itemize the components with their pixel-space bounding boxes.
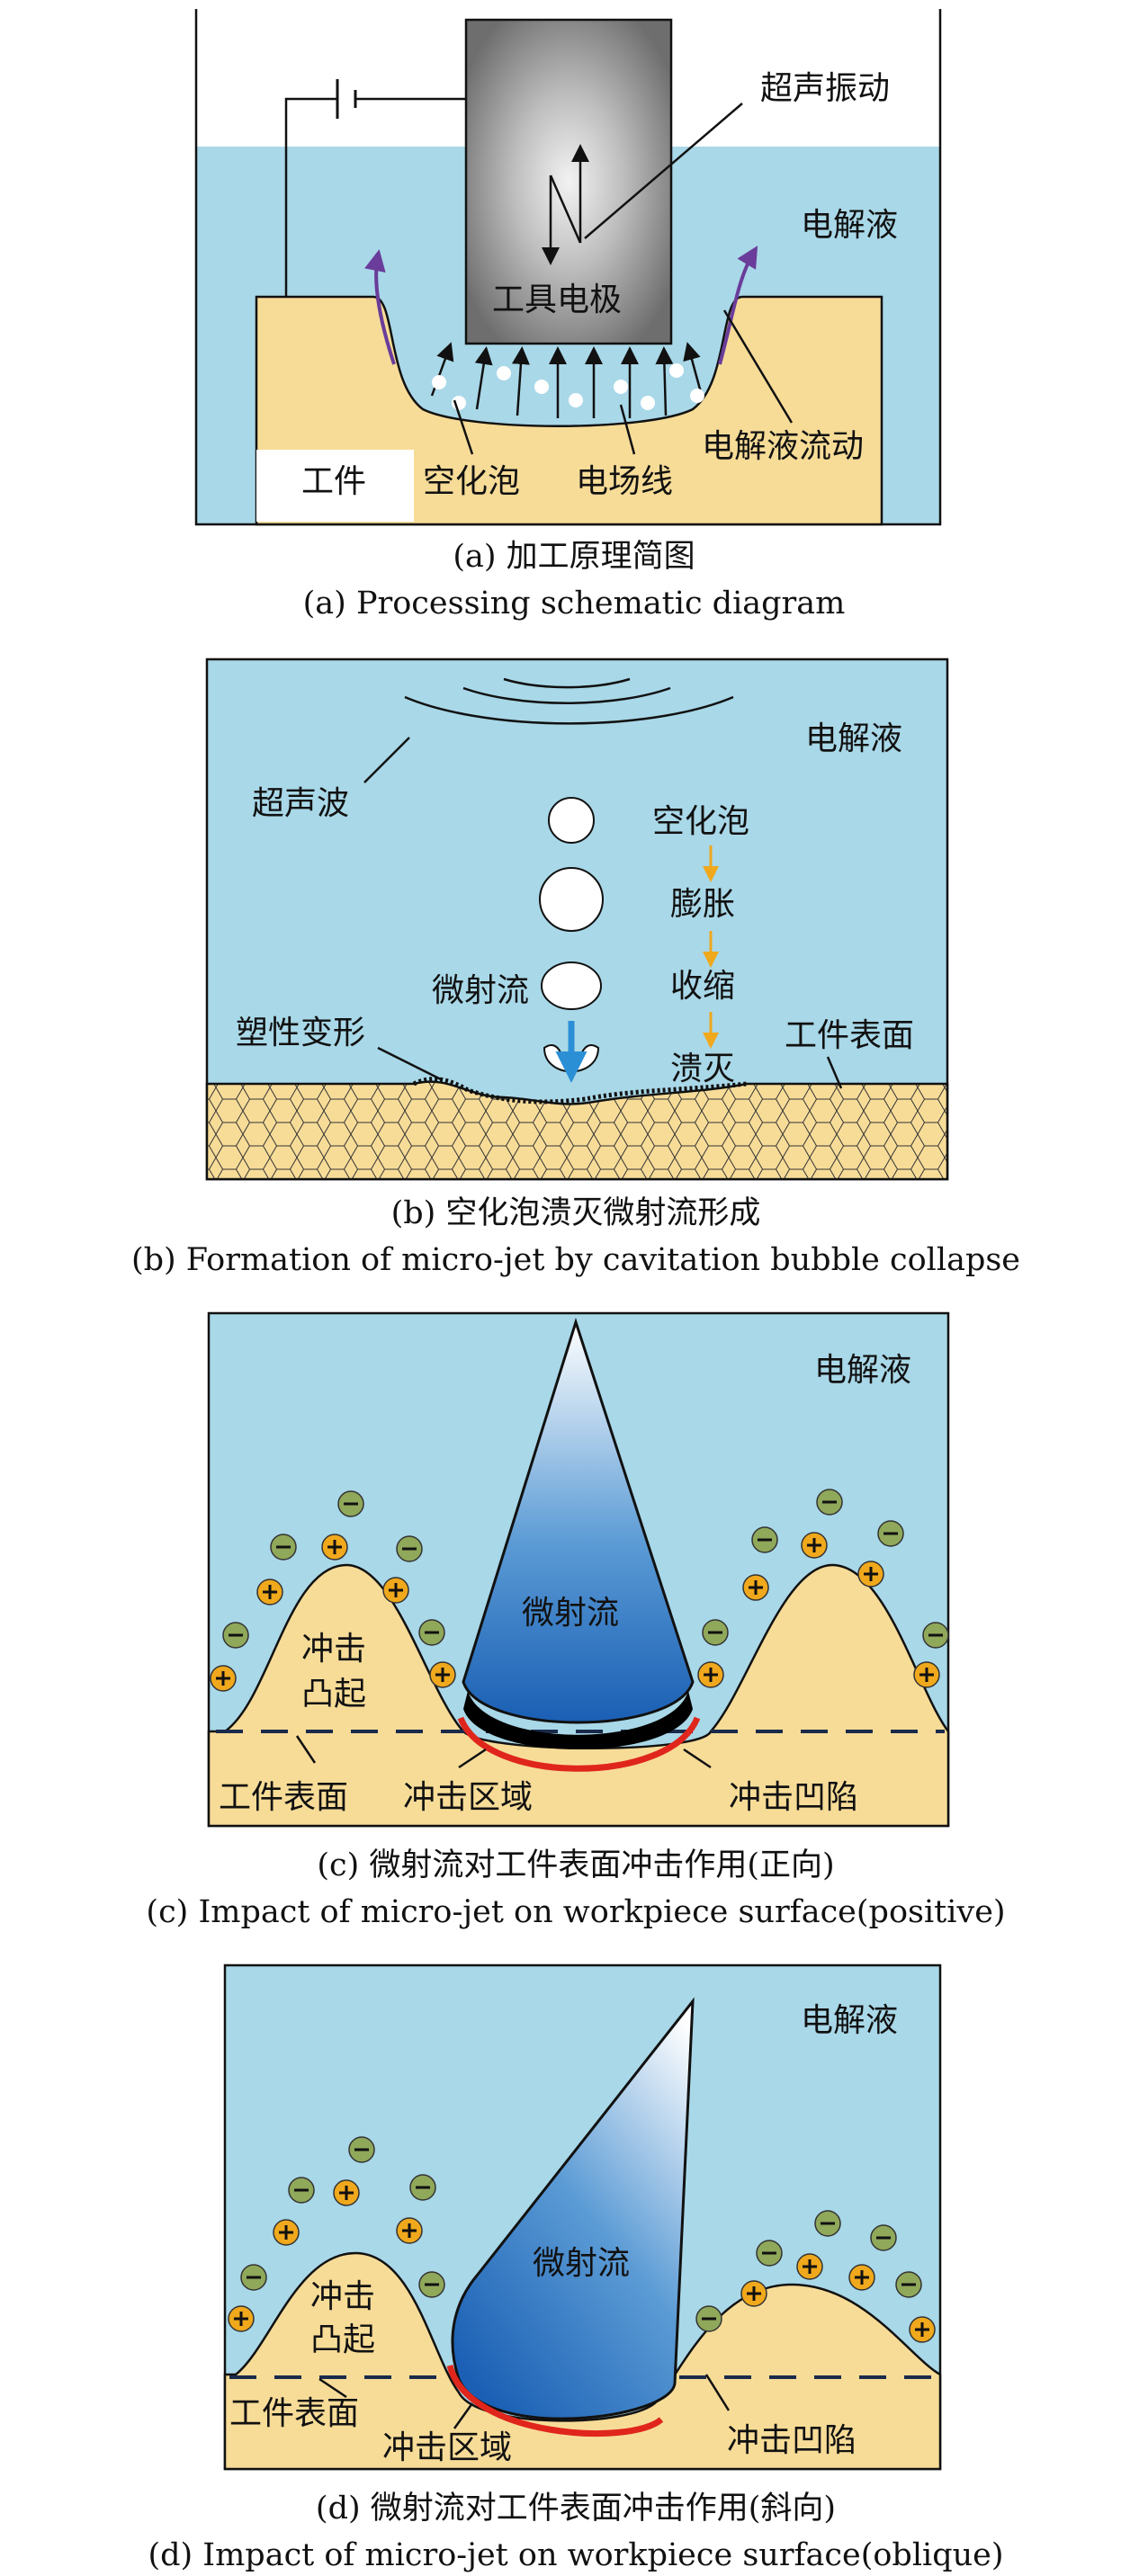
leader-plastic-deformation — [377, 1046, 442, 1081]
caption-b-cn: (b) 空化泡溃灭微射流形成 — [391, 1195, 761, 1231]
label-contraction: 收缩 — [670, 968, 735, 1005]
label-workpiece-surface: 工件表面 — [785, 1017, 914, 1054]
impact-dent-red — [457, 1716, 701, 1772]
label-electrolyte-flow: 电解液流动 — [702, 428, 864, 465]
label-impact-area: 冲击区域 — [382, 2429, 512, 2466]
label-plastic-deformation: 塑性变形 — [236, 1015, 365, 1051]
label-electrolyte: 电解液 — [801, 2002, 898, 2039]
leader-ultrasonic-vibration — [584, 103, 743, 239]
label-impact-dent: 冲击凹陷 — [729, 1779, 858, 1816]
flow-arrow-right — [718, 246, 758, 365]
label-micro-jet: 微射流 — [522, 1595, 619, 1632]
leader-impact-dent — [704, 2374, 731, 2411]
leader-impact-area — [458, 1748, 487, 1769]
ultrasonic-wave-arcs — [404, 677, 734, 725]
leader-impact-dent — [683, 1748, 712, 1769]
leader-cavitation-bubble — [453, 399, 474, 455]
impact-area-red — [446, 2365, 664, 2437]
label-workpiece-surface: 工件表面 — [229, 2395, 359, 2432]
impact-area-black — [463, 1691, 693, 1749]
bubble-expanded — [539, 867, 604, 932]
leader-impact-area — [453, 2402, 474, 2429]
label-impact-bulge-1: 冲击 — [310, 2278, 375, 2315]
leader-workpiece-surface — [318, 2377, 347, 2399]
label-electrolyte: 电解液 — [805, 720, 902, 757]
label-impact-dent: 冲击凹陷 — [727, 2422, 857, 2459]
caption-b-en: (b) Formation of micro-jet by cavitation… — [131, 1242, 1020, 1278]
label-field-lines: 电场线 — [576, 463, 673, 500]
tool-electrode — [464, 18, 673, 345]
workpiece-label-box — [256, 450, 414, 522]
label-electrolyte: 电解液 — [801, 207, 898, 244]
caption-a-en: (a) Processing schematic diagram — [303, 586, 846, 622]
caption-a-cn: (a) 加工原理简图 — [453, 539, 695, 575]
leader-field-lines — [619, 404, 636, 455]
label-tool-electrode: 工具电极 — [492, 282, 622, 318]
bubble-contracted — [541, 962, 602, 1010]
micro-jet-cone — [462, 1318, 695, 1724]
cavitation-bubbles — [432, 363, 704, 410]
label-ultrasonic-vibration: 超声振动 — [760, 70, 890, 107]
panel-a-processing-schematic: 超声振动 电解液 工具电极 电解液流动 工件 空化泡 电场线 (a) 加工原理简… — [194, 9, 942, 622]
label-micro-jet: 微射流 — [432, 972, 529, 1009]
label-impact-bulge-2: 凸起 — [301, 1676, 366, 1713]
leader-ultrasonic-wave — [363, 737, 410, 783]
label-workpiece-surface: 工件表面 — [219, 1779, 348, 1816]
label-cavitation-bubble: 空化泡 — [423, 463, 520, 500]
vibration-zigzag — [549, 174, 582, 244]
leader-workpiece-surface — [295, 1735, 317, 1764]
label-impact-bulge-2: 凸起 — [310, 2321, 375, 2358]
label-impact-bulge-1: 冲击 — [301, 1631, 366, 1668]
label-ultrasonic-wave: 超声波 — [252, 785, 349, 822]
caption-c-en: (c) Impact of micro-jet on workpiece sur… — [146, 1894, 1005, 1930]
workpiece-hex-surface — [205, 1080, 949, 1181]
circuit-wire — [284, 97, 466, 297]
panel-b-microjet-formation: 电解液 超声波 空化泡 膨胀 收缩 溃灭 微射流 塑性变形 工件表面 (b) 空… — [131, 657, 1020, 1278]
leader-electrolyte-flow — [722, 309, 794, 424]
flow-arrow-left — [364, 249, 396, 365]
label-micro-jet: 微射流 — [533, 2245, 630, 2282]
caption-d-cn: (d) 微射流对工件表面冲击作用(斜向) — [316, 2491, 836, 2527]
workpiece-bulges — [223, 2251, 942, 2471]
label-collapse: 溃灭 — [670, 1051, 735, 1087]
label-electrolyte: 电解液 — [814, 1352, 911, 1389]
label-expansion: 膨胀 — [670, 886, 735, 923]
panel-d-impact-oblique: 电解液 微射流 冲击 凸起 工件表面 冲击区域 冲击凹陷 (d) 微射流对工件表… — [148, 1963, 1004, 2573]
label-workpiece: 工件 — [301, 463, 366, 500]
leader-workpiece-surface — [826, 1056, 843, 1089]
caption-c-cn: (c) 微射流对工件表面冲击作用(正向) — [317, 1847, 834, 1883]
label-cavitation-bubble: 空化泡 — [652, 803, 749, 840]
caption-d-en: (d) Impact of micro-jet on workpiece sur… — [148, 2537, 1003, 2573]
panel-c-impact-positive: 电解液 微射流 冲击 凸起 工件表面 冲击区域 冲击凹陷 (c) 微射流对工件表… — [146, 1311, 1006, 1930]
label-impact-area: 冲击区域 — [403, 1779, 533, 1816]
bubble-initial — [548, 797, 595, 844]
